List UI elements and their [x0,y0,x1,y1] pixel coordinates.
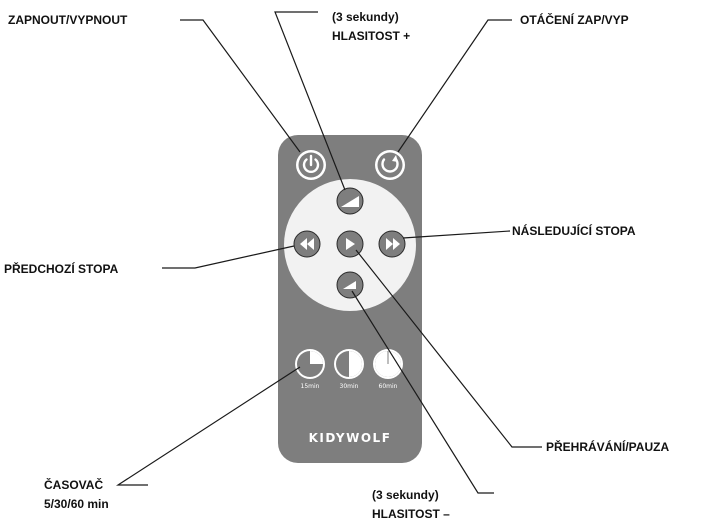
volume-down-button[interactable] [336,271,364,299]
leader-next [402,230,511,239]
rotate-icon [381,155,399,173]
label-previous-track-text: PŘEDCHOZÍ STOPA [4,262,119,276]
label-rotation-text: OTÁČENÍ ZAP/VYP [520,13,629,27]
next-track-button[interactable] [378,230,406,258]
label-play-pause: PŘEHRÁVÁNÍ/PAUZA [546,438,669,457]
rotate-button[interactable] [375,150,405,180]
label-previous-track: PŘEDCHOZÍ STOPA [4,260,118,279]
fast-forward-icon [386,238,400,250]
label-rotation: OTÁČENÍ ZAP/VYP [520,11,629,30]
volume-up-button[interactable] [336,187,364,215]
label-volume-up: (3 sekundy) HLASITOST + [332,8,410,46]
label-power-text: ZAPNOUT/VYPNOUT [8,13,128,27]
timer-button-15min[interactable]: 15min [295,349,325,390]
leader-lines [115,11,542,494]
leader-volume-up [274,11,346,191]
leader-volume-down [351,290,494,494]
leader-timer [115,366,301,486]
label-power: ZAPNOUT/VYPNOUT [8,11,127,30]
power-icon [302,154,320,174]
volume-down-icon [343,281,356,289]
leader-play [355,249,542,448]
timer-fill [310,351,323,364]
label-next-track-text: NÁSLEDUJÍCÍ STOPA [512,224,636,238]
label-volume-down: (3 sekundy) HLASITOST – [372,486,450,524]
brand-logo: KIDYWOLF [309,431,392,445]
timer-label: 30min [340,383,359,390]
label-timer-values: 5/30/60 min [44,497,109,511]
play-icon [346,238,355,250]
leader-power [180,19,301,153]
volume-up-icon [341,196,359,207]
label-volume-up-text: HLASITOST + [332,29,411,43]
leader-prev [162,245,295,269]
timer-label: 15min [301,383,320,390]
label-play-pause-text: PŘEHRÁVÁNÍ/PAUZA [546,440,670,454]
timer-label: 60min [379,383,398,390]
label-volume-down-hint: (3 sekundy) [372,488,439,502]
timer-buttons: 15min 30min 60min [295,349,403,390]
label-volume-up-hint: (3 sekundy) [332,10,399,24]
label-timer: ČASOVAČ 5/30/60 min [44,476,109,514]
power-button[interactable] [296,150,326,180]
label-volume-down-text: HLASITOST – [372,507,450,521]
timer-button-60min[interactable]: 60min [373,349,403,390]
timer-fill [349,351,362,377]
timer-button-30min[interactable]: 30min [334,349,364,390]
rewind-icon [300,238,314,250]
leader-rotate [397,19,512,153]
label-next-track: NÁSLEDUJÍCÍ STOPA [512,222,636,241]
label-timer-text: ČASOVAČ [44,478,104,492]
previous-track-button[interactable] [293,230,321,258]
